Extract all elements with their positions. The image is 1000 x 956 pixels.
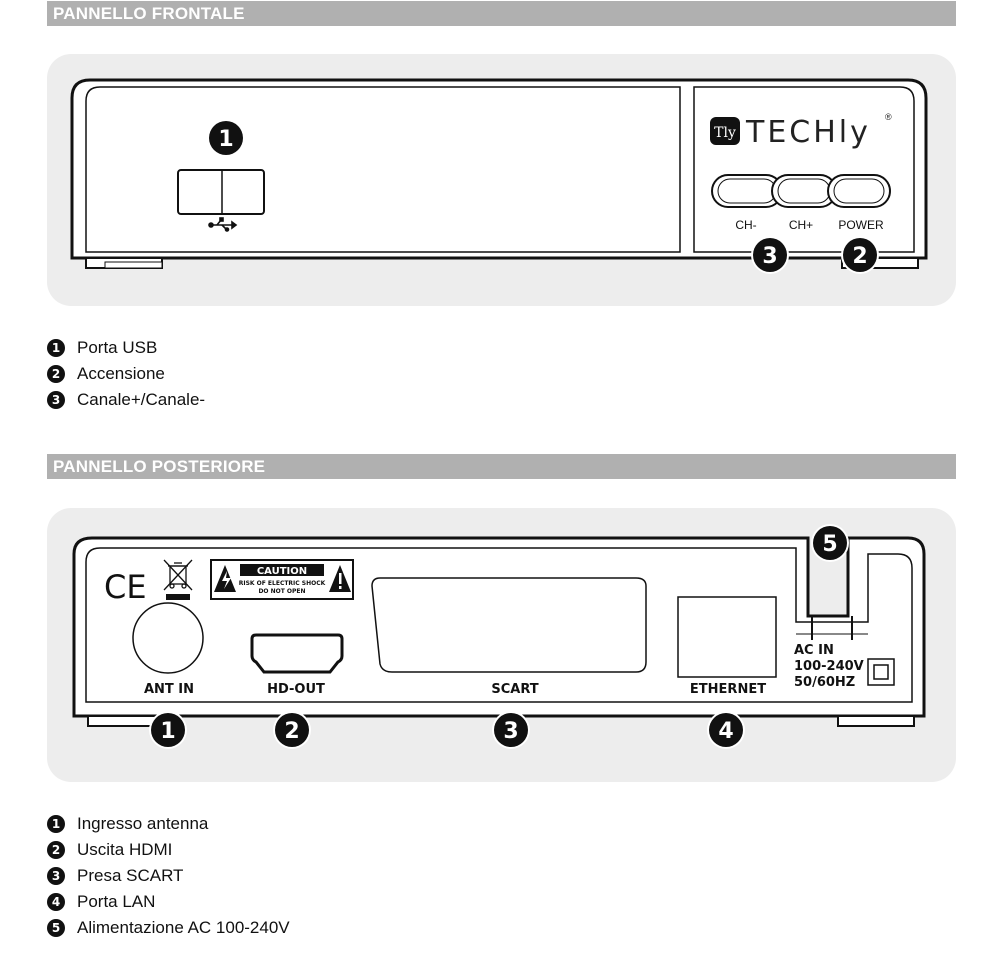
double-insulation-icon — [867, 658, 895, 686]
ant-in-label: ANT IN — [144, 682, 194, 697]
svg-text:3: 3 — [503, 719, 518, 744]
ch-plus-label: CH+ — [789, 218, 813, 232]
crossed-bin-icon — [163, 559, 193, 600]
svg-text:2: 2 — [852, 244, 867, 269]
rear-callout-5: 5 — [811, 524, 849, 562]
ac-voltage-label: 100-240V — [794, 659, 864, 674]
rear-callout-1: 1 — [149, 711, 187, 749]
front-section-title: PANNELLO FRONTALE — [53, 4, 245, 23]
ac-frequency-label: 50/60HZ — [794, 675, 855, 690]
svg-text:5: 5 — [822, 532, 837, 557]
power-label: POWER — [838, 218, 884, 232]
ac-in-label: AC IN — [794, 643, 834, 658]
usb-icon — [208, 217, 238, 232]
rear-callout-4: 4 — [707, 711, 745, 749]
usb-port — [177, 169, 265, 215]
caution-label: CAUTION RISK OF ELECTRIC SHOCK DO NOT OP… — [210, 559, 354, 600]
rear-callout-2: 2 — [273, 711, 311, 749]
front-callout-3: 3 — [751, 236, 789, 274]
hdmi-port — [250, 633, 344, 674]
svg-text:®: ® — [885, 112, 892, 122]
svg-text:1: 1 — [218, 127, 233, 152]
svg-text:RISK OF ELECTRIC SHOCK: RISK OF ELECTRIC SHOCK — [239, 580, 326, 587]
svg-text:CAUTION: CAUTION — [257, 566, 307, 577]
ch-minus-label: CH- — [735, 218, 756, 232]
scart-label: SCART — [491, 682, 538, 697]
hd-out-label: HD-OUT — [267, 682, 325, 697]
front-callout-2: 2 — [841, 236, 879, 274]
antenna-port — [132, 602, 204, 674]
svg-text:3: 3 — [762, 244, 777, 269]
front-section-header: PANNELLO FRONTALE — [47, 1, 956, 26]
svg-text:TECHly: TECHly — [745, 115, 871, 150]
svg-text:4: 4 — [718, 719, 733, 744]
svg-text:DO NOT OPEN: DO NOT OPEN — [258, 588, 305, 595]
techly-logo: Tly TECHly ® — [710, 112, 892, 150]
ce-mark: CE — [104, 568, 147, 606]
scart-port — [371, 577, 647, 673]
rear-section-title: PANNELLO POSTERIORE — [53, 457, 266, 476]
rear-callout-3: 3 — [492, 711, 530, 749]
svg-text:1: 1 — [160, 719, 175, 744]
rear-section-header: PANNELLO POSTERIORE — [47, 454, 956, 479]
ethernet-port — [677, 596, 777, 678]
svg-text:Tly: Tly — [714, 125, 736, 141]
front-buttons: CH- CH+ POWER — [711, 174, 891, 232]
front-callout-1: 1 — [209, 121, 243, 155]
svg-text:2: 2 — [284, 719, 299, 744]
ethernet-label: ETHERNET — [690, 682, 766, 697]
front-device-drawing: Tly TECHly ® CH- CH+ POWER 1 3 2 — [70, 78, 928, 274]
